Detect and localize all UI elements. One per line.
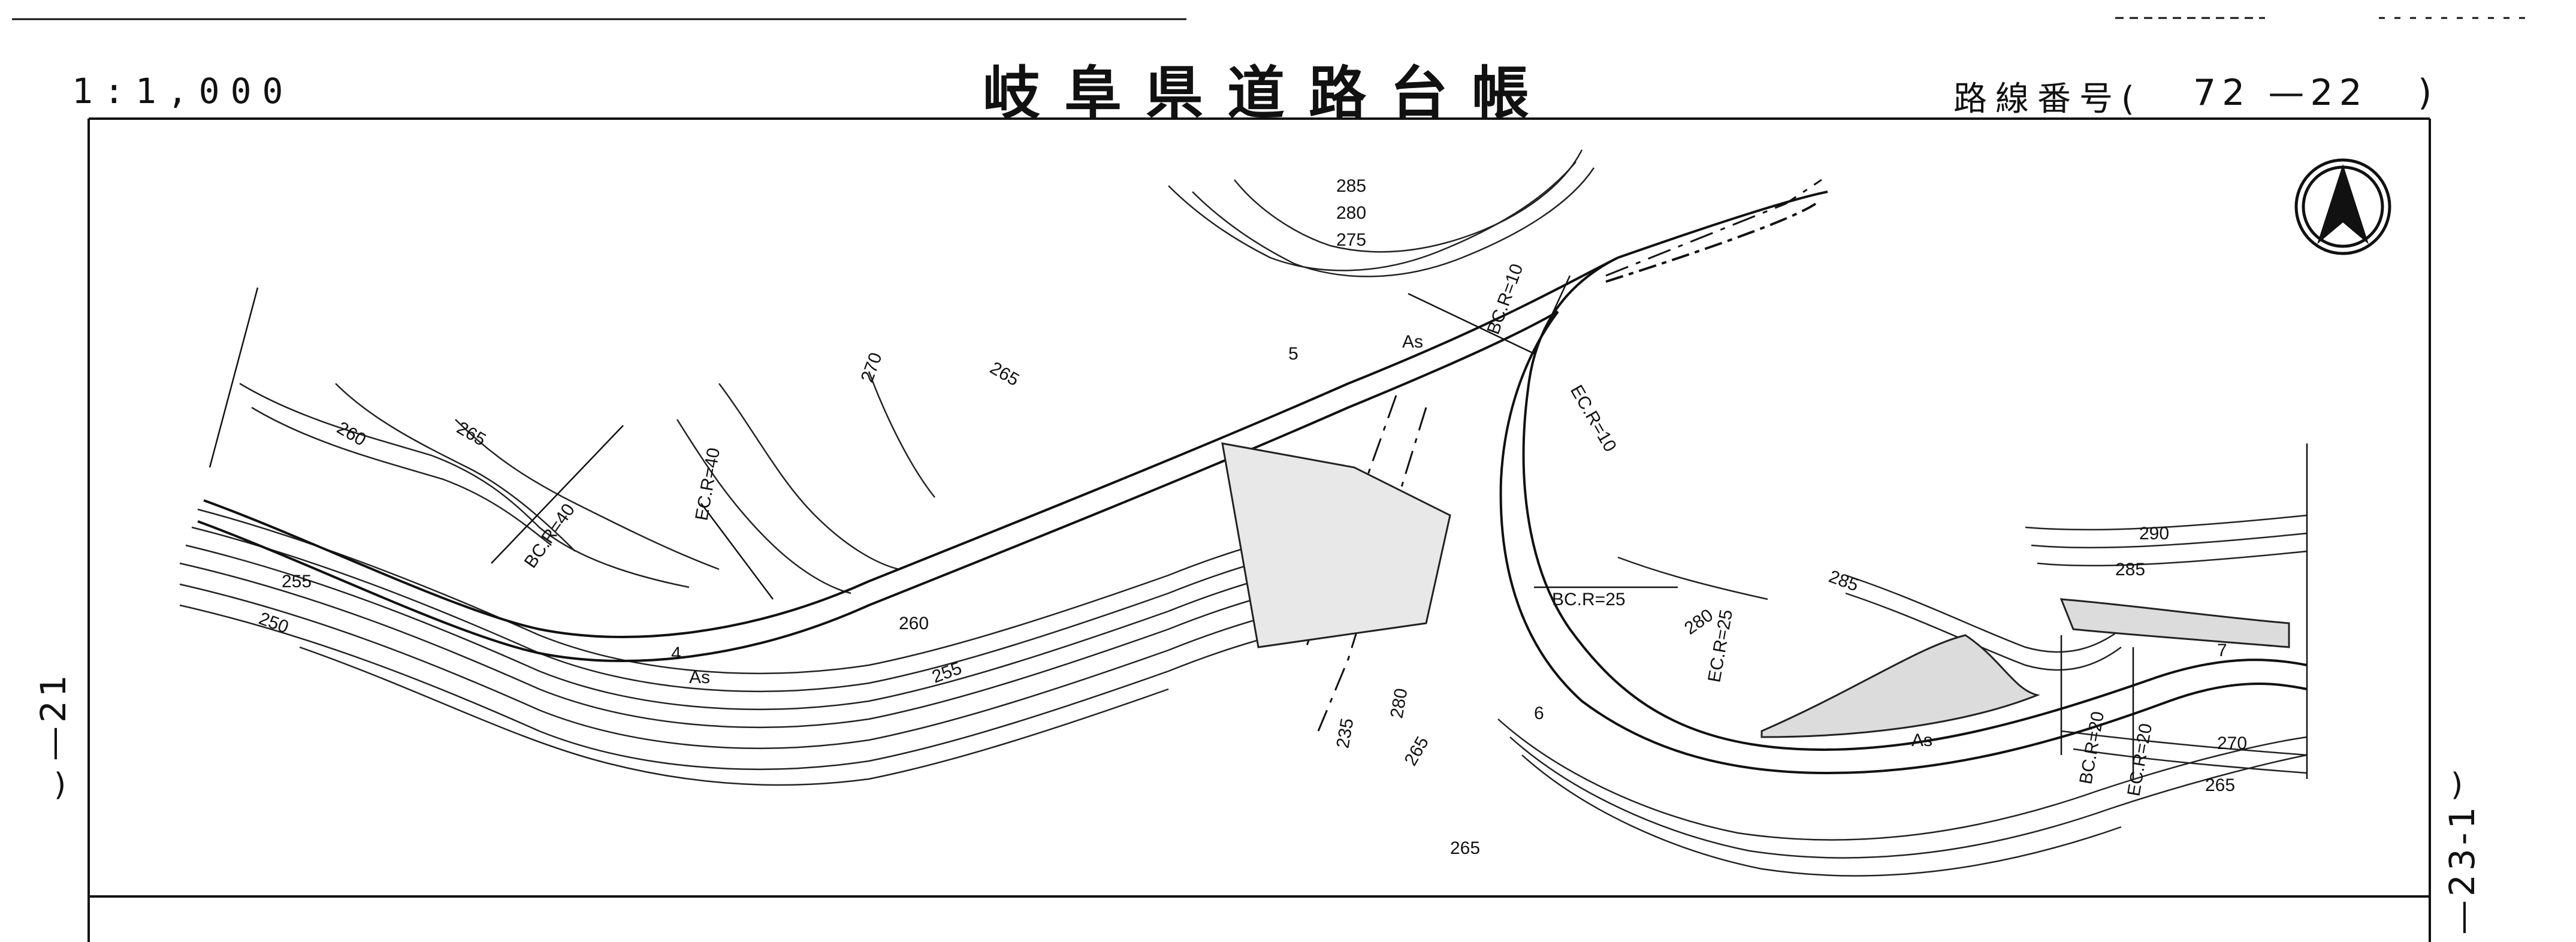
page-title: 岐阜県道路台帳 [983, 60, 1553, 127]
svg-text:As: As [1911, 730, 1932, 750]
svg-text:BC.R=10: BC.R=10 [1484, 261, 1527, 337]
svg-text:265: 265 [987, 358, 1023, 390]
svg-text:260: 260 [334, 418, 370, 450]
svg-text:BC.R=40: BC.R=40 [521, 500, 579, 572]
embankment-area [1221, 442, 2290, 738]
svg-text:270: 270 [2217, 733, 2247, 753]
svg-text:255: 255 [929, 658, 964, 687]
svg-text:265: 265 [1400, 733, 1433, 769]
svg-text:4: 4 [671, 644, 681, 663]
svg-text:6: 6 [1534, 704, 1544, 723]
svg-text:5: 5 [1288, 344, 1298, 364]
svg-text:EC.R=10: EC.R=10 [1566, 382, 1620, 455]
svg-text:265: 265 [2205, 775, 2235, 795]
contour-lines-left [179, 508, 1409, 786]
route-number: 72 —22 [2193, 72, 2368, 114]
svg-text:280: 280 [1387, 687, 1411, 720]
svg-text:275: 275 [1336, 230, 1366, 250]
svg-text:7: 7 [2217, 641, 2227, 660]
svg-text:280: 280 [1681, 605, 1717, 639]
svg-text:285: 285 [1336, 176, 1366, 196]
svg-text:265: 265 [1450, 838, 1480, 858]
top-scan-marks [12, 17, 2535, 20]
svg-text:BC.R=20: BC.R=20 [2076, 710, 2108, 786]
svg-text:270: 270 [857, 350, 886, 385]
svg-text:As: As [1402, 332, 1423, 352]
curve-reference-lines [209, 275, 2308, 779]
right-sheet-paren: ) [2451, 767, 2467, 803]
svg-text:285: 285 [2115, 560, 2145, 579]
svg-text:290: 290 [2139, 524, 2169, 544]
map-scale: 1:1,000 [72, 71, 294, 111]
north-arrow-icon [2294, 158, 2391, 255]
svg-text:260: 260 [899, 614, 929, 633]
map-frame [87, 117, 2431, 942]
road-centerline [197, 191, 2308, 775]
svg-text:235: 235 [1333, 717, 1357, 750]
svg-text:255: 255 [282, 572, 312, 591]
svg-text:280: 280 [1336, 203, 1366, 223]
contour-lines-upper [239, 149, 1595, 594]
contour-lines-right [1497, 514, 2308, 877]
svg-text:285: 285 [1826, 567, 1861, 596]
svg-text:BC.R=25: BC.R=25 [1552, 590, 1626, 609]
route-number-label: 路線番号( [1953, 80, 2143, 119]
left-sheet-paren: ) [54, 767, 70, 803]
road-extension-line [1305, 179, 1822, 732]
svg-text:EC.R=20: EC.R=20 [2124, 722, 2156, 798]
svg-text:As: As [689, 668, 710, 687]
route-number-close: ) [2418, 72, 2432, 114]
